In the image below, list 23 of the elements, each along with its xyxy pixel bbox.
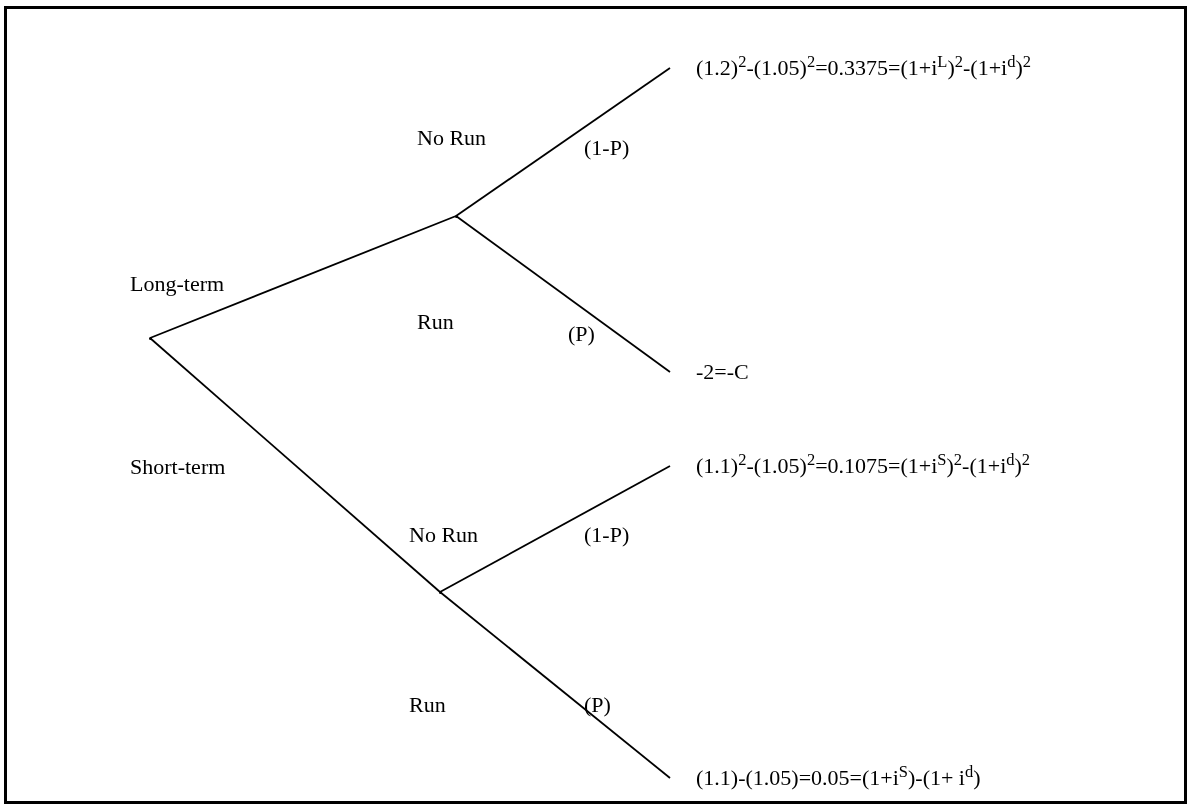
branch-label: (1-P) <box>584 134 630 162</box>
branch-label: Run <box>409 691 446 719</box>
branch-line <box>455 67 671 217</box>
payoff-formula: -2=-C <box>696 358 749 386</box>
branch-node <box>454 214 458 218</box>
branch-node <box>148 336 152 340</box>
branch-label: Run <box>417 308 454 336</box>
branch-label: No Run <box>409 521 479 549</box>
branch-node <box>438 590 442 594</box>
payoff-formula: (1.1)-(1.05)=0.05=(1+i$^{S}$)-(1+ i$^{d}$) <box>696 764 981 792</box>
payoff-formula: (1.1)$^{2}$-(1.05)$^{2}$=0.1075=(1+i$^{S}$)$^{2}$-(1+i$^{d}$)$^{2}$ <box>696 452 1031 480</box>
branch-label: No Run <box>417 124 487 152</box>
branch-label: Long-term <box>130 270 225 298</box>
branch-line <box>455 215 671 373</box>
branch-line <box>439 591 671 779</box>
branch-line <box>149 215 457 339</box>
branch-label: (1-P) <box>584 521 630 549</box>
branch-label: (P) <box>568 320 595 348</box>
branch-label: (P) <box>584 691 611 719</box>
branch-line <box>149 337 441 593</box>
branch-label: Short-term <box>130 453 226 481</box>
payoff-formula: (1.2)$^{2}$-(1.05)$^{2}$=0.3375=(1+i$^{L}$)$^{2}$-(1+i$^{d}$)$^{2}$ <box>696 54 1031 82</box>
branch-line <box>439 465 671 593</box>
